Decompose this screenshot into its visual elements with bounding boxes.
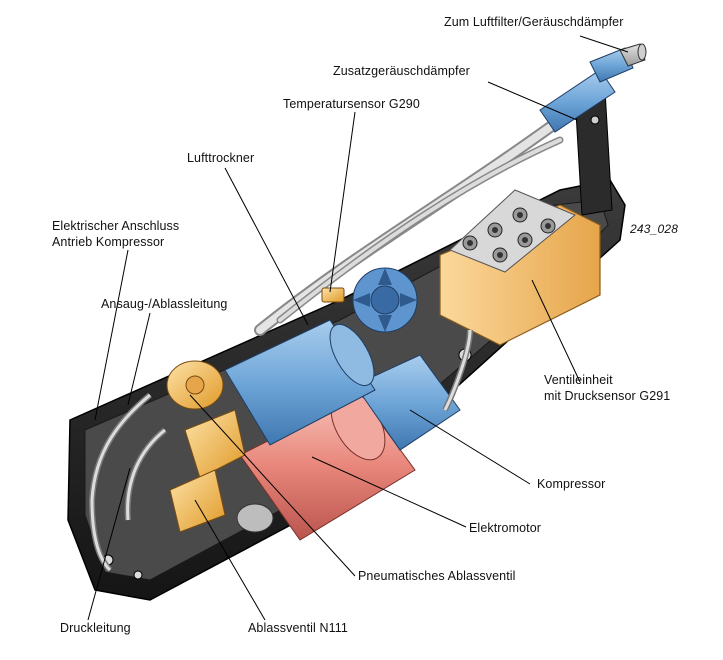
additional-silencer <box>539 43 647 133</box>
label-elektrischer-anschluss: Elektrischer Anschluss Antrieb Kompresso… <box>52 218 222 250</box>
label-luftfilter: Zum Luftfilter/Geräuschdämpfer <box>444 15 624 29</box>
label-pneumatisches-ablassventil: Pneumatisches Ablassventil <box>358 569 516 583</box>
label-elektrischer-anschluss-line1: Elektrischer Anschluss <box>52 219 180 233</box>
label-zusatzgeraeuschdaempfer: Zusatzgeräuschdämpfer <box>333 64 470 78</box>
temperature-sensor <box>321 287 345 303</box>
cooling-fan <box>352 267 418 333</box>
label-temperatursensor: Temperatursensor G290 <box>283 97 420 111</box>
label-druckleitung: Druckleitung <box>60 621 131 635</box>
label-elektrischer-anschluss-line2: Antrieb Kompressor <box>52 235 165 249</box>
intake-pipe <box>254 114 566 336</box>
label-ventileinheit-line1: Ventileinheit <box>544 373 613 387</box>
label-kompressor: Kompressor <box>537 477 606 491</box>
label-ventileinheit-line2: mit Drucksensor G291 <box>544 389 671 403</box>
label-ansaug-ablassleitung: Ansaug-/Ablassleitung <box>101 297 228 311</box>
valve-unit <box>439 189 601 346</box>
label-lufttrockner: Lufttrockner <box>187 151 255 165</box>
label-ventileinheit: Ventileinheit mit Drucksensor G291 <box>544 372 714 404</box>
figure-number: 243_028 <box>630 222 679 236</box>
label-ablassventil-n111: Ablassventil N111 <box>248 621 348 635</box>
leader-lines <box>87 35 629 621</box>
compressor <box>354 354 461 451</box>
air-dryer <box>224 319 376 446</box>
pressure-lines <box>88 329 473 573</box>
label-elektromotor: Elektromotor <box>469 521 542 535</box>
drain-valves <box>166 360 274 533</box>
